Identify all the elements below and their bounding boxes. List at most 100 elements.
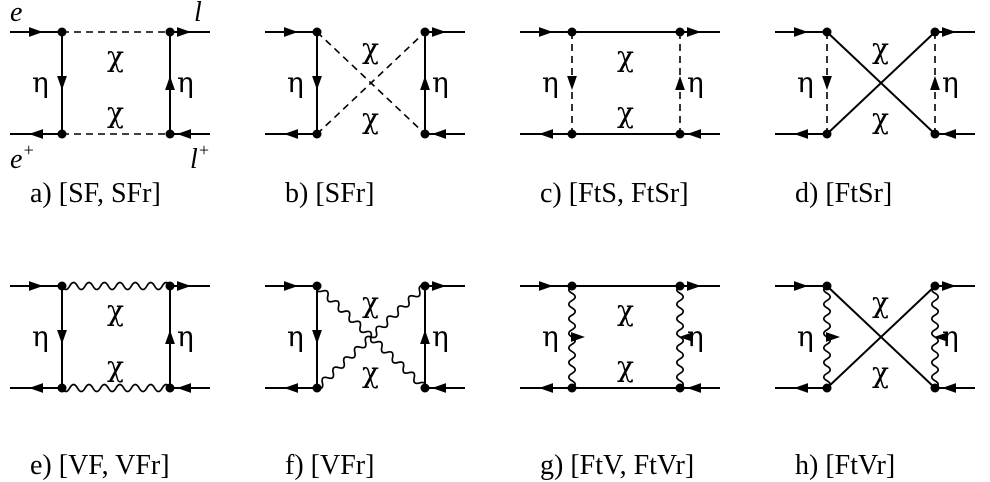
caption-f: f) [VFr] [285,450,374,481]
label-e-plus-sup: + [22,140,34,160]
arrow-up-icon [930,76,940,90]
eta-label-right: η [687,320,704,353]
arrow-down-icon [312,76,322,90]
eta-label-right: η [432,320,449,353]
chi-label-top: χ [872,32,889,65]
arrow-right-icon [826,332,840,342]
arrow-down-icon [567,76,577,90]
diagram-h: χ χ η η h) [FtVr] [775,281,975,481]
arrow-right-icon [794,27,808,37]
vertex-dot [822,383,832,393]
arrow-left-icon [934,332,948,342]
label-e-in: e [10,0,22,28]
arrow-down-icon [57,330,67,344]
arrow-left-icon [432,383,446,393]
arrow-right-icon [432,281,446,291]
arrow-left-icon [687,129,701,139]
arrow-right-icon [284,27,298,37]
vertex-dot [312,129,322,139]
arrow-right-icon [539,27,553,37]
chi-label-top: χ [107,294,124,327]
arrow-right-icon [942,27,956,37]
eta-label-right: η [942,66,959,99]
arrow-down-icon [822,76,832,90]
vertex-dot [420,383,430,393]
arrow-left-icon [177,129,191,139]
vertex-dot [312,281,322,291]
caption-c: c) [FtS, FtSr] [540,178,689,209]
chi-label-top: χ [872,286,889,319]
eta-label-left: η [287,66,304,99]
chi-label-top: χ [362,286,379,319]
chi-label-top: χ [362,32,379,65]
label-l-plus-sup: + [198,140,210,160]
arrow-left-icon [284,129,298,139]
vertex-dot [57,281,67,291]
vertex-dot [57,27,67,37]
chi-label-bottom: χ [107,96,124,129]
chi-propagator-cross-2 [826,285,936,389]
chi-propagator-bottom [61,383,171,393]
vertex-dot [57,383,67,393]
arrow-left-icon [432,129,446,139]
eta-label-left: η [542,66,559,99]
arrow-right-icon [687,27,701,37]
vertex-dot [822,129,832,139]
caption-g: g) [FtV, FtVr] [540,450,694,481]
arrow-up-icon [165,330,175,344]
vertex-dot [675,281,685,291]
caption-h: h) [FtVr] [795,450,895,481]
caption-d: d) [FtSr] [795,178,892,209]
vertex-dot [420,27,430,37]
chi-label-top: χ [107,40,124,73]
eta-label-left: η [797,320,814,353]
vertex-dot [420,281,430,291]
eta-label-right: η [942,320,959,353]
arrow-left-icon [942,129,956,139]
arrow-right-icon [29,27,43,37]
vertex-dot [165,281,175,291]
vertex-dot [567,27,577,37]
chi-label-bottom: χ [872,102,889,135]
caption-b: b) [SFr] [285,178,374,209]
chi-propagator-top [61,281,171,291]
arrow-down-icon [57,76,67,90]
vertex-dot [822,281,832,291]
label-l-plus: l+ [190,140,210,175]
chi-label-bottom: χ [872,356,889,389]
arrow-right-icon [432,27,446,37]
vertex-dot [165,129,175,139]
eta-label-right: η [177,320,194,353]
eta-label-left: η [32,320,49,353]
vertex-dot [312,27,322,37]
eta-label-right: η [432,66,449,99]
chi-label-bottom: χ [107,350,124,383]
arrow-right-icon [29,281,43,291]
chi-label-bottom: χ [617,350,634,383]
arrow-up-icon [165,76,175,90]
vertex-dot [567,129,577,139]
arrow-left-icon [29,383,43,393]
arrow-left-icon [539,383,553,393]
chi-label-top: χ [617,294,634,327]
vertex-dot [930,27,940,37]
arrow-right-icon [794,281,808,291]
arrow-right-icon [571,332,585,342]
arrow-left-icon [177,383,191,393]
vertex-dot [567,281,577,291]
arrow-left-icon [284,383,298,393]
vertex-dot [675,129,685,139]
eta-label-right: η [177,66,194,99]
arrow-left-icon [539,129,553,139]
chi-label-top: χ [617,40,634,73]
arrow-left-icon [687,383,701,393]
arrow-up-icon [420,330,430,344]
caption-a: a) [SF, SFr] [30,178,161,209]
chi-propagator-cross-2 [316,31,426,135]
arrow-right-icon [539,281,553,291]
